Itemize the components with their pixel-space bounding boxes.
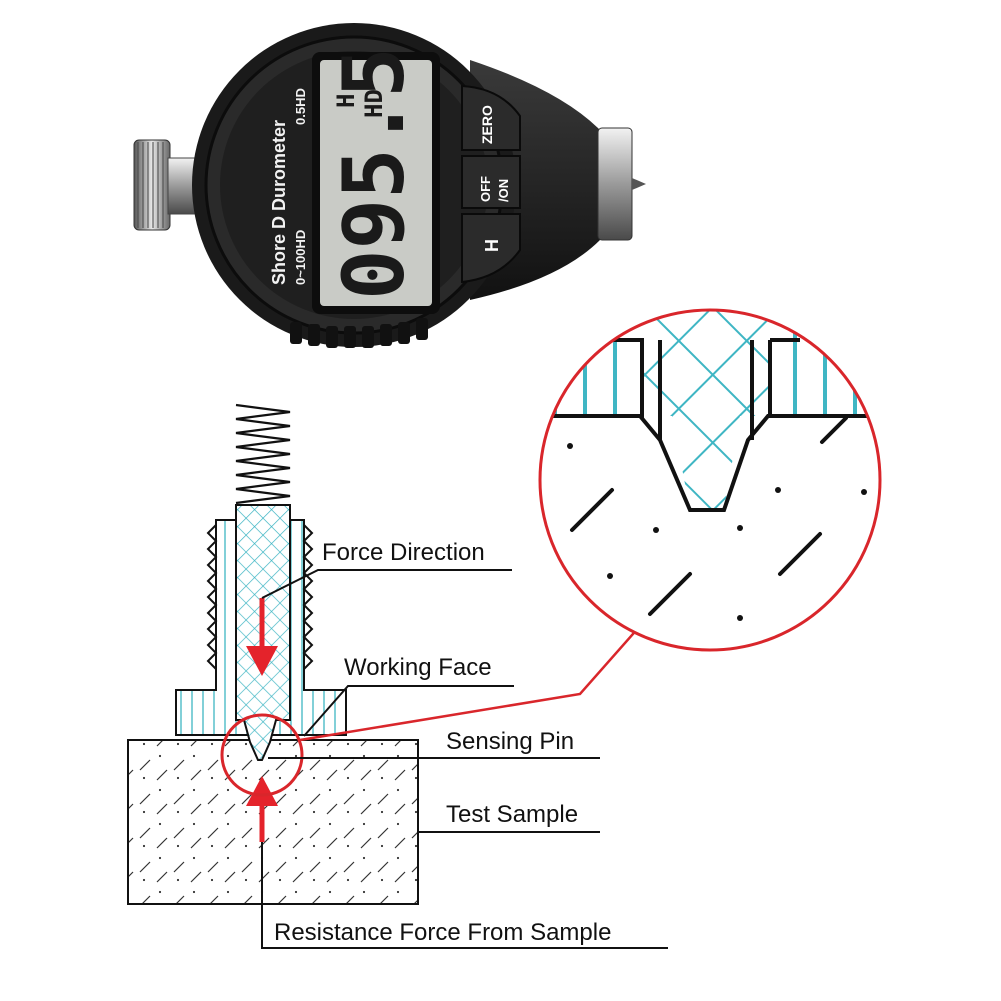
power-button-label-off: OFF bbox=[478, 176, 493, 202]
zoom-circle-border bbox=[538, 308, 882, 652]
presser-foot bbox=[597, 127, 646, 241]
zero-button-label: ZERO bbox=[479, 105, 495, 144]
hold-button-label: H bbox=[482, 239, 502, 252]
force-arrow-head bbox=[246, 646, 278, 676]
label-force-direction: Force Direction bbox=[322, 539, 485, 566]
zoom-connector bbox=[299, 625, 641, 742]
resistance-arrow-head bbox=[246, 776, 278, 806]
power-button-label-on: /ON bbox=[496, 179, 511, 202]
schematic-diagram: Force Direction Working Face Sensing Pin… bbox=[127, 403, 668, 949]
label-test-sample: Test Sample bbox=[446, 801, 578, 828]
label-sensing-pin: Sensing Pin bbox=[446, 728, 574, 755]
lcd-reading: 095.5 bbox=[325, 47, 423, 300]
label-working-face: Working Face bbox=[344, 654, 492, 681]
grip-ridges bbox=[290, 318, 428, 348]
hold-button[interactable]: H bbox=[461, 213, 521, 284]
zoom-detail bbox=[538, 308, 882, 652]
zero-button[interactable]: ZERO bbox=[461, 84, 521, 151]
working-face-leader bbox=[303, 685, 514, 737]
resistance-leader bbox=[261, 842, 668, 949]
force-direction-leader bbox=[261, 569, 512, 599]
lcd-mode-indicator: H bbox=[332, 94, 360, 108]
durometer-device: Shore D Durometer 0.5HD 0~100HD 095.5 H … bbox=[133, 23, 646, 348]
lcd-unit: HD bbox=[360, 89, 388, 118]
spring bbox=[235, 403, 291, 505]
label-resistance-force: Resistance Force From Sample bbox=[274, 919, 611, 946]
device-model-label: Shore D Durometer bbox=[269, 120, 289, 285]
power-button[interactable]: OFF /ON bbox=[461, 155, 521, 209]
focus-circle bbox=[220, 713, 304, 797]
lcd-display: 095.5 H HD bbox=[312, 47, 440, 314]
test-sample-block bbox=[127, 739, 419, 905]
device-range-label: 0~100HD bbox=[293, 230, 308, 285]
device-resolution-label: 0.5HD bbox=[293, 88, 308, 125]
